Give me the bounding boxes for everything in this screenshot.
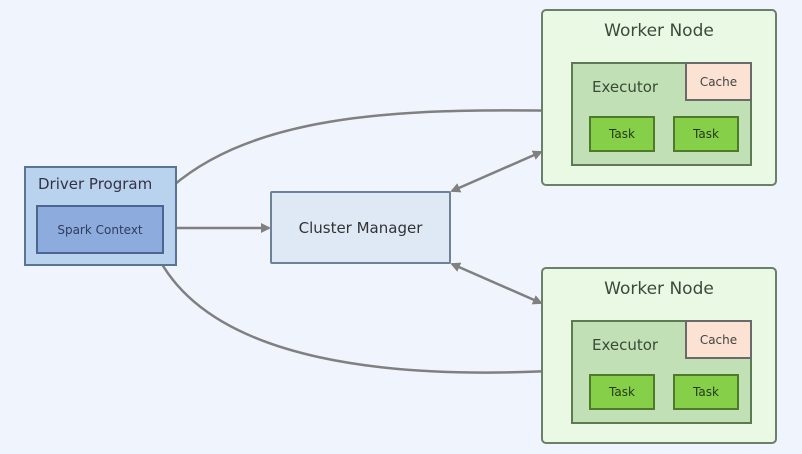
- cache-label: Cache: [699, 332, 738, 347]
- executor-label: Executor: [592, 336, 659, 354]
- worker-node-title: Worker Node: [604, 21, 714, 41]
- executor-box: Executor Cache Task Task: [571, 62, 752, 166]
- cache-label: Cache: [699, 74, 738, 89]
- worker-node-2: Worker Node Executor Cache Task Task: [541, 267, 777, 444]
- driver-program-title: Driver Program: [38, 175, 153, 193]
- spark-context-label: Spark Context: [57, 222, 143, 237]
- arrow-cluster-worker-1: [450, 150, 543, 193]
- worker-node-title: Worker Node: [604, 279, 714, 299]
- task-label: Task: [693, 385, 719, 399]
- cluster-manager-label: Cluster Manager: [298, 218, 423, 237]
- executor-box: Executor Cache Task Task: [571, 320, 752, 424]
- worker-node-1: Worker Node Executor Cache Task Task: [541, 9, 777, 186]
- task-box: Task: [589, 116, 655, 152]
- task-box: Task: [673, 116, 739, 152]
- task-box: Task: [673, 374, 739, 410]
- task-box: Task: [589, 374, 655, 410]
- task-label: Task: [609, 385, 635, 399]
- driver-program-box: Driver Program Spark Context: [24, 166, 177, 266]
- cache-box: Cache: [685, 320, 752, 359]
- executor-label: Executor: [592, 78, 659, 96]
- task-label: Task: [609, 127, 635, 141]
- spark-context-box: Spark Context: [36, 205, 164, 254]
- arrow-driver-executor-1: [154, 105, 571, 204]
- cache-box: Cache: [685, 62, 752, 101]
- arrow-cluster-worker-2: [450, 262, 543, 305]
- cluster-manager-box: Cluster Manager: [270, 191, 451, 264]
- arrow-driver-executor-2: [154, 251, 571, 376]
- task-label: Task: [693, 127, 719, 141]
